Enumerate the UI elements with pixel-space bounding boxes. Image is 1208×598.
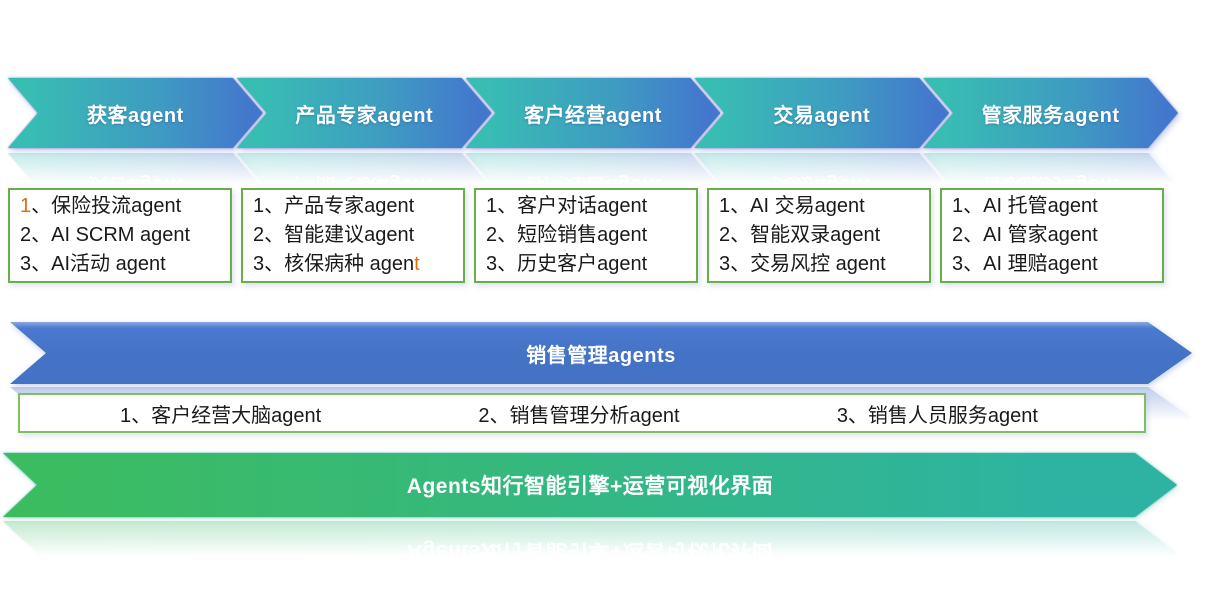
accent-text: t bbox=[414, 253, 420, 275]
engine-banner-label: Agents知行智能引擎+运营可视化界面 bbox=[406, 475, 774, 498]
item-text: 3、AI 理赔agent bbox=[952, 253, 1098, 275]
sales-agent-item: 3、销售人员服务agent bbox=[836, 404, 1038, 427]
flow-arrow-acquisition: 获客agent bbox=[8, 78, 263, 148]
item-text: 2、短险销售agent bbox=[486, 224, 648, 246]
sales-agent-item: 2、销售管理分析agent bbox=[478, 404, 680, 427]
sales-management-banner: 销售管理agents bbox=[10, 322, 1192, 384]
flow-arrow-label: 交易agent bbox=[773, 104, 871, 127]
chevron-arrow-shape: 交易agent bbox=[694, 78, 949, 148]
top-arrow-row: 获客agent 产品专家agent 客户经营agent 交易agent 管家服务… bbox=[8, 78, 1178, 148]
item-text: 1、客户对话agent bbox=[486, 195, 648, 217]
agent-list-item: 2、AI 管家agent bbox=[952, 221, 1154, 250]
item-text: 3、AI活动 agent bbox=[20, 253, 166, 275]
agent-list-item: 2、智能双录agent bbox=[719, 221, 921, 250]
agent-list-box-customer-operation: 1、客户对话agent 2、短险销售agent 3、历史客户agent bbox=[474, 188, 698, 283]
chevron-arrow-shape: 管家服务agent bbox=[923, 78, 1178, 148]
agent-list-item: 1、AI 交易agent bbox=[719, 192, 921, 221]
agent-list-item: 2、智能建议agent bbox=[253, 221, 455, 250]
agent-boxes-row: 1、保险投流agent 2、AI SCRM agent 3、AI活动 agent… bbox=[8, 188, 1164, 283]
agent-list-box-product-expert: 1、产品专家agent 2、智能建议agent 3、核保病种 agent bbox=[241, 188, 465, 283]
item-text: 3、历史客户agent bbox=[486, 253, 648, 275]
chevron-arrow-shape: 获客agent bbox=[8, 78, 263, 148]
flow-arrow-transaction: 交易agent bbox=[694, 78, 949, 148]
sales-agents-box: 1、客户经营大脑agent 2、销售管理分析agent 3、销售人员服务agen… bbox=[18, 393, 1146, 433]
agent-list-item: 3、AI活动 agent bbox=[20, 250, 222, 279]
item-text: 2、智能双录agent bbox=[719, 224, 881, 246]
agent-list-item: 1、AI 托管agent bbox=[952, 192, 1154, 221]
chevron-arrow-shape: 产品专家agent bbox=[237, 78, 492, 148]
agent-list-item: 3、核保病种 agent bbox=[253, 250, 455, 279]
sales-agent-item: 1、客户经营大脑agent bbox=[120, 404, 322, 427]
flow-arrow-label: 获客agent bbox=[86, 104, 184, 127]
item-text: 3、核保病种 agen bbox=[253, 253, 415, 275]
item-text: 2、AI 管家agent bbox=[952, 224, 1098, 246]
agent-list-item: 1、产品专家agent bbox=[253, 192, 455, 221]
item-text: 2、AI SCRM agent bbox=[20, 224, 191, 246]
agent-list-item: 1、客户对话agent bbox=[486, 192, 688, 221]
flow-arrow-butler-service: 管家服务agent bbox=[923, 78, 1178, 148]
accent-text: 1 bbox=[20, 195, 32, 217]
item-text: 1、AI 托管agent bbox=[952, 195, 1098, 217]
item-text: 、保险投流agent bbox=[31, 195, 182, 217]
flow-arrow-label: 产品专家agent bbox=[295, 104, 434, 127]
engine-banner: Agents知行智能引擎+运营可视化界面 bbox=[3, 453, 1177, 517]
item-text: 1、AI 交易agent bbox=[719, 195, 865, 217]
agent-list-item: 1、保险投流agent bbox=[20, 192, 222, 221]
agent-list-box-transaction: 1、AI 交易agent 2、智能双录agent 3、交易风控 agent bbox=[707, 188, 931, 283]
agent-list-item: 3、历史客户agent bbox=[486, 250, 688, 279]
item-text: 2、智能建议agent bbox=[253, 224, 415, 246]
banner-arrow-shape: 销售管理agents bbox=[10, 322, 1192, 384]
banner-arrow-shape: Agents知行智能引擎+运营可视化界面 bbox=[3, 453, 1177, 517]
sales-management-banner-label: 销售管理agents bbox=[526, 344, 676, 367]
agent-list-item: 3、AI 理赔agent bbox=[952, 250, 1154, 279]
flow-arrow-customer-operation: 客户经营agent bbox=[466, 78, 721, 148]
item-text: 3、交易风控 agent bbox=[719, 253, 886, 275]
item-text: 1、产品专家agent bbox=[253, 195, 415, 217]
agent-list-item: 3、交易风控 agent bbox=[719, 250, 921, 279]
agent-list-box-butler-service: 1、AI 托管agent 2、AI 管家agent 3、AI 理赔agent bbox=[940, 188, 1164, 283]
agent-list-item: 2、短险销售agent bbox=[486, 221, 688, 250]
flow-arrow-label: 客户经营agent bbox=[524, 104, 662, 127]
flow-arrow-product-expert: 产品专家agent bbox=[237, 78, 492, 148]
chevron-arrow-shape: 客户经营agent bbox=[466, 78, 721, 148]
agent-list-item: 2、AI SCRM agent bbox=[20, 221, 222, 250]
agent-list-box-acquisition: 1、保险投流agent 2、AI SCRM agent 3、AI活动 agent bbox=[8, 188, 232, 283]
flow-arrow-label: 管家服务agent bbox=[981, 104, 1120, 127]
